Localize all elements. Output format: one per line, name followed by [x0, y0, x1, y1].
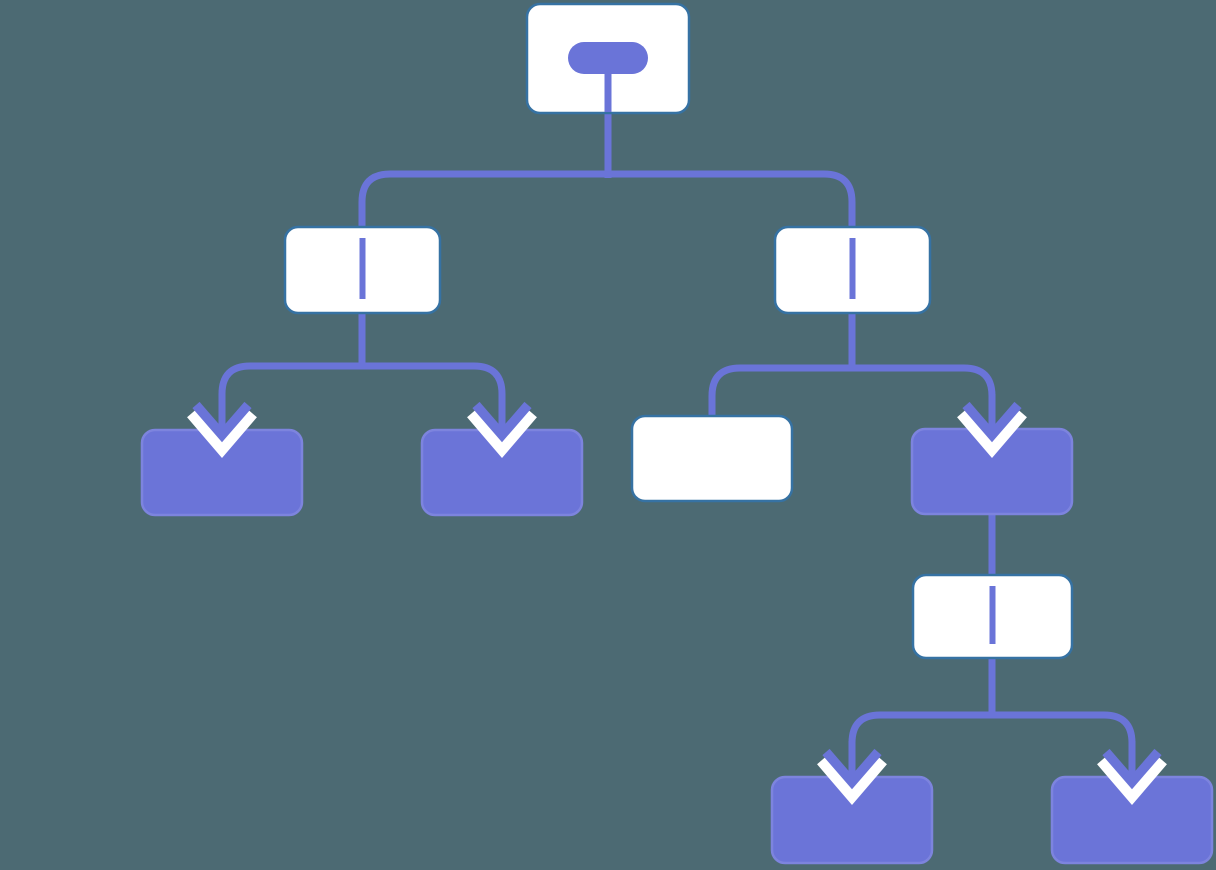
arrow-chevron-white: [817, 755, 887, 805]
node-root[interactable]: [525, 2, 691, 115]
nodes-layer: [140, 2, 1214, 865]
start-pill-icon: [568, 42, 648, 74]
arrow-chevron-white: [957, 408, 1027, 458]
down-arrow-icon-action-1: [187, 394, 257, 458]
connector-edge-rail-top: [358, 170, 856, 228]
arrowhead-icon: [822, 748, 882, 790]
arrowhead-icon: [1102, 748, 1162, 790]
arrowhead-icon: [962, 401, 1022, 443]
node-split-bottom[interactable]: [911, 573, 1074, 660]
down-arrow-icon-action-5: [1097, 741, 1167, 805]
connector-edge-rail-left: [218, 362, 506, 431]
edges-layer: [218, 112, 1136, 779]
node-split-left[interactable]: [283, 225, 442, 315]
node-plain-1[interactable]: [630, 414, 794, 503]
connector-edge-rail-bottom: [848, 711, 1136, 779]
down-arrow-icon-action-2: [467, 394, 537, 458]
down-arrow-icon-action-4: [817, 741, 887, 805]
node-box-plain[interactable]: [630, 414, 794, 503]
arrowhead-icon: [192, 401, 252, 443]
down-arrow-icon-action-3: [957, 394, 1027, 458]
arrows-layer: [187, 394, 1167, 805]
connector-edge-rail-right: [708, 364, 996, 432]
arrowhead-icon: [472, 401, 532, 443]
node-split-right[interactable]: [773, 225, 932, 315]
arrow-chevron-white: [187, 408, 257, 458]
arrow-chevron-white: [1097, 755, 1167, 805]
arrow-chevron-white: [467, 408, 537, 458]
